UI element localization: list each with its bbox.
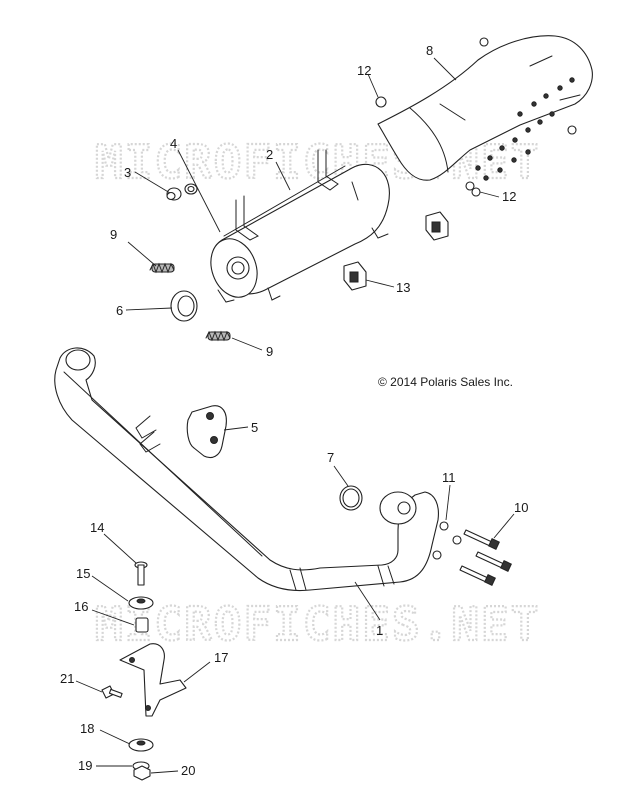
callout-11: 11 xyxy=(442,470,456,485)
part-flange-nut xyxy=(133,765,151,781)
callout-21: 21 xyxy=(60,671,74,686)
leader-lines xyxy=(75,57,515,774)
part-washer xyxy=(184,183,198,195)
callout-17: 17 xyxy=(214,650,228,665)
part-washers xyxy=(432,521,462,560)
callout-3: 3 xyxy=(124,165,131,180)
part-screw xyxy=(101,685,123,699)
part-o-ring xyxy=(339,485,363,511)
callout-12-lower: 12 xyxy=(502,189,516,204)
part-rubber-mount xyxy=(128,596,154,610)
callout-9-upper: 9 xyxy=(110,227,117,242)
part-grommet xyxy=(343,211,449,291)
part-muffler xyxy=(210,149,390,303)
callout-19: 19 xyxy=(78,758,92,773)
part-bolts xyxy=(459,529,512,586)
callout-7: 7 xyxy=(327,450,334,465)
callout-1: 1 xyxy=(376,623,383,638)
part-gasket-ring xyxy=(170,290,198,322)
callout-9-lower: 9 xyxy=(266,344,273,359)
part-spring-upper xyxy=(149,262,175,274)
callout-4: 4 xyxy=(170,136,177,151)
callout-13: 13 xyxy=(396,280,410,295)
callout-18: 18 xyxy=(80,721,94,736)
callout-14: 14 xyxy=(90,520,104,535)
callout-10: 10 xyxy=(514,500,528,515)
part-nut-upper xyxy=(375,96,387,108)
watermark-bottom: MICROFICHES.NET xyxy=(95,597,540,651)
callout-8: 8 xyxy=(426,43,433,58)
part-heat-shield xyxy=(377,35,593,191)
callout-12-upper: 12 xyxy=(357,63,371,78)
callout-20: 20 xyxy=(181,763,195,778)
part-hanger xyxy=(186,405,227,459)
part-nut-lower xyxy=(471,187,481,197)
callout-15: 15 xyxy=(76,566,90,581)
part-washer-rubber xyxy=(128,738,154,752)
part-plug xyxy=(166,187,182,201)
part-spring-lower xyxy=(205,330,231,342)
callout-6: 6 xyxy=(116,303,123,318)
callout-5: 5 xyxy=(251,420,258,435)
part-head-pipe xyxy=(54,347,439,592)
callout-2: 2 xyxy=(266,147,273,162)
part-mount-bracket xyxy=(119,643,187,717)
copyright-notice: © 2014 Polaris Sales Inc. xyxy=(378,375,513,389)
part-spacer xyxy=(135,617,149,633)
callout-16: 16 xyxy=(74,599,88,614)
part-mount-bolt xyxy=(134,561,148,586)
